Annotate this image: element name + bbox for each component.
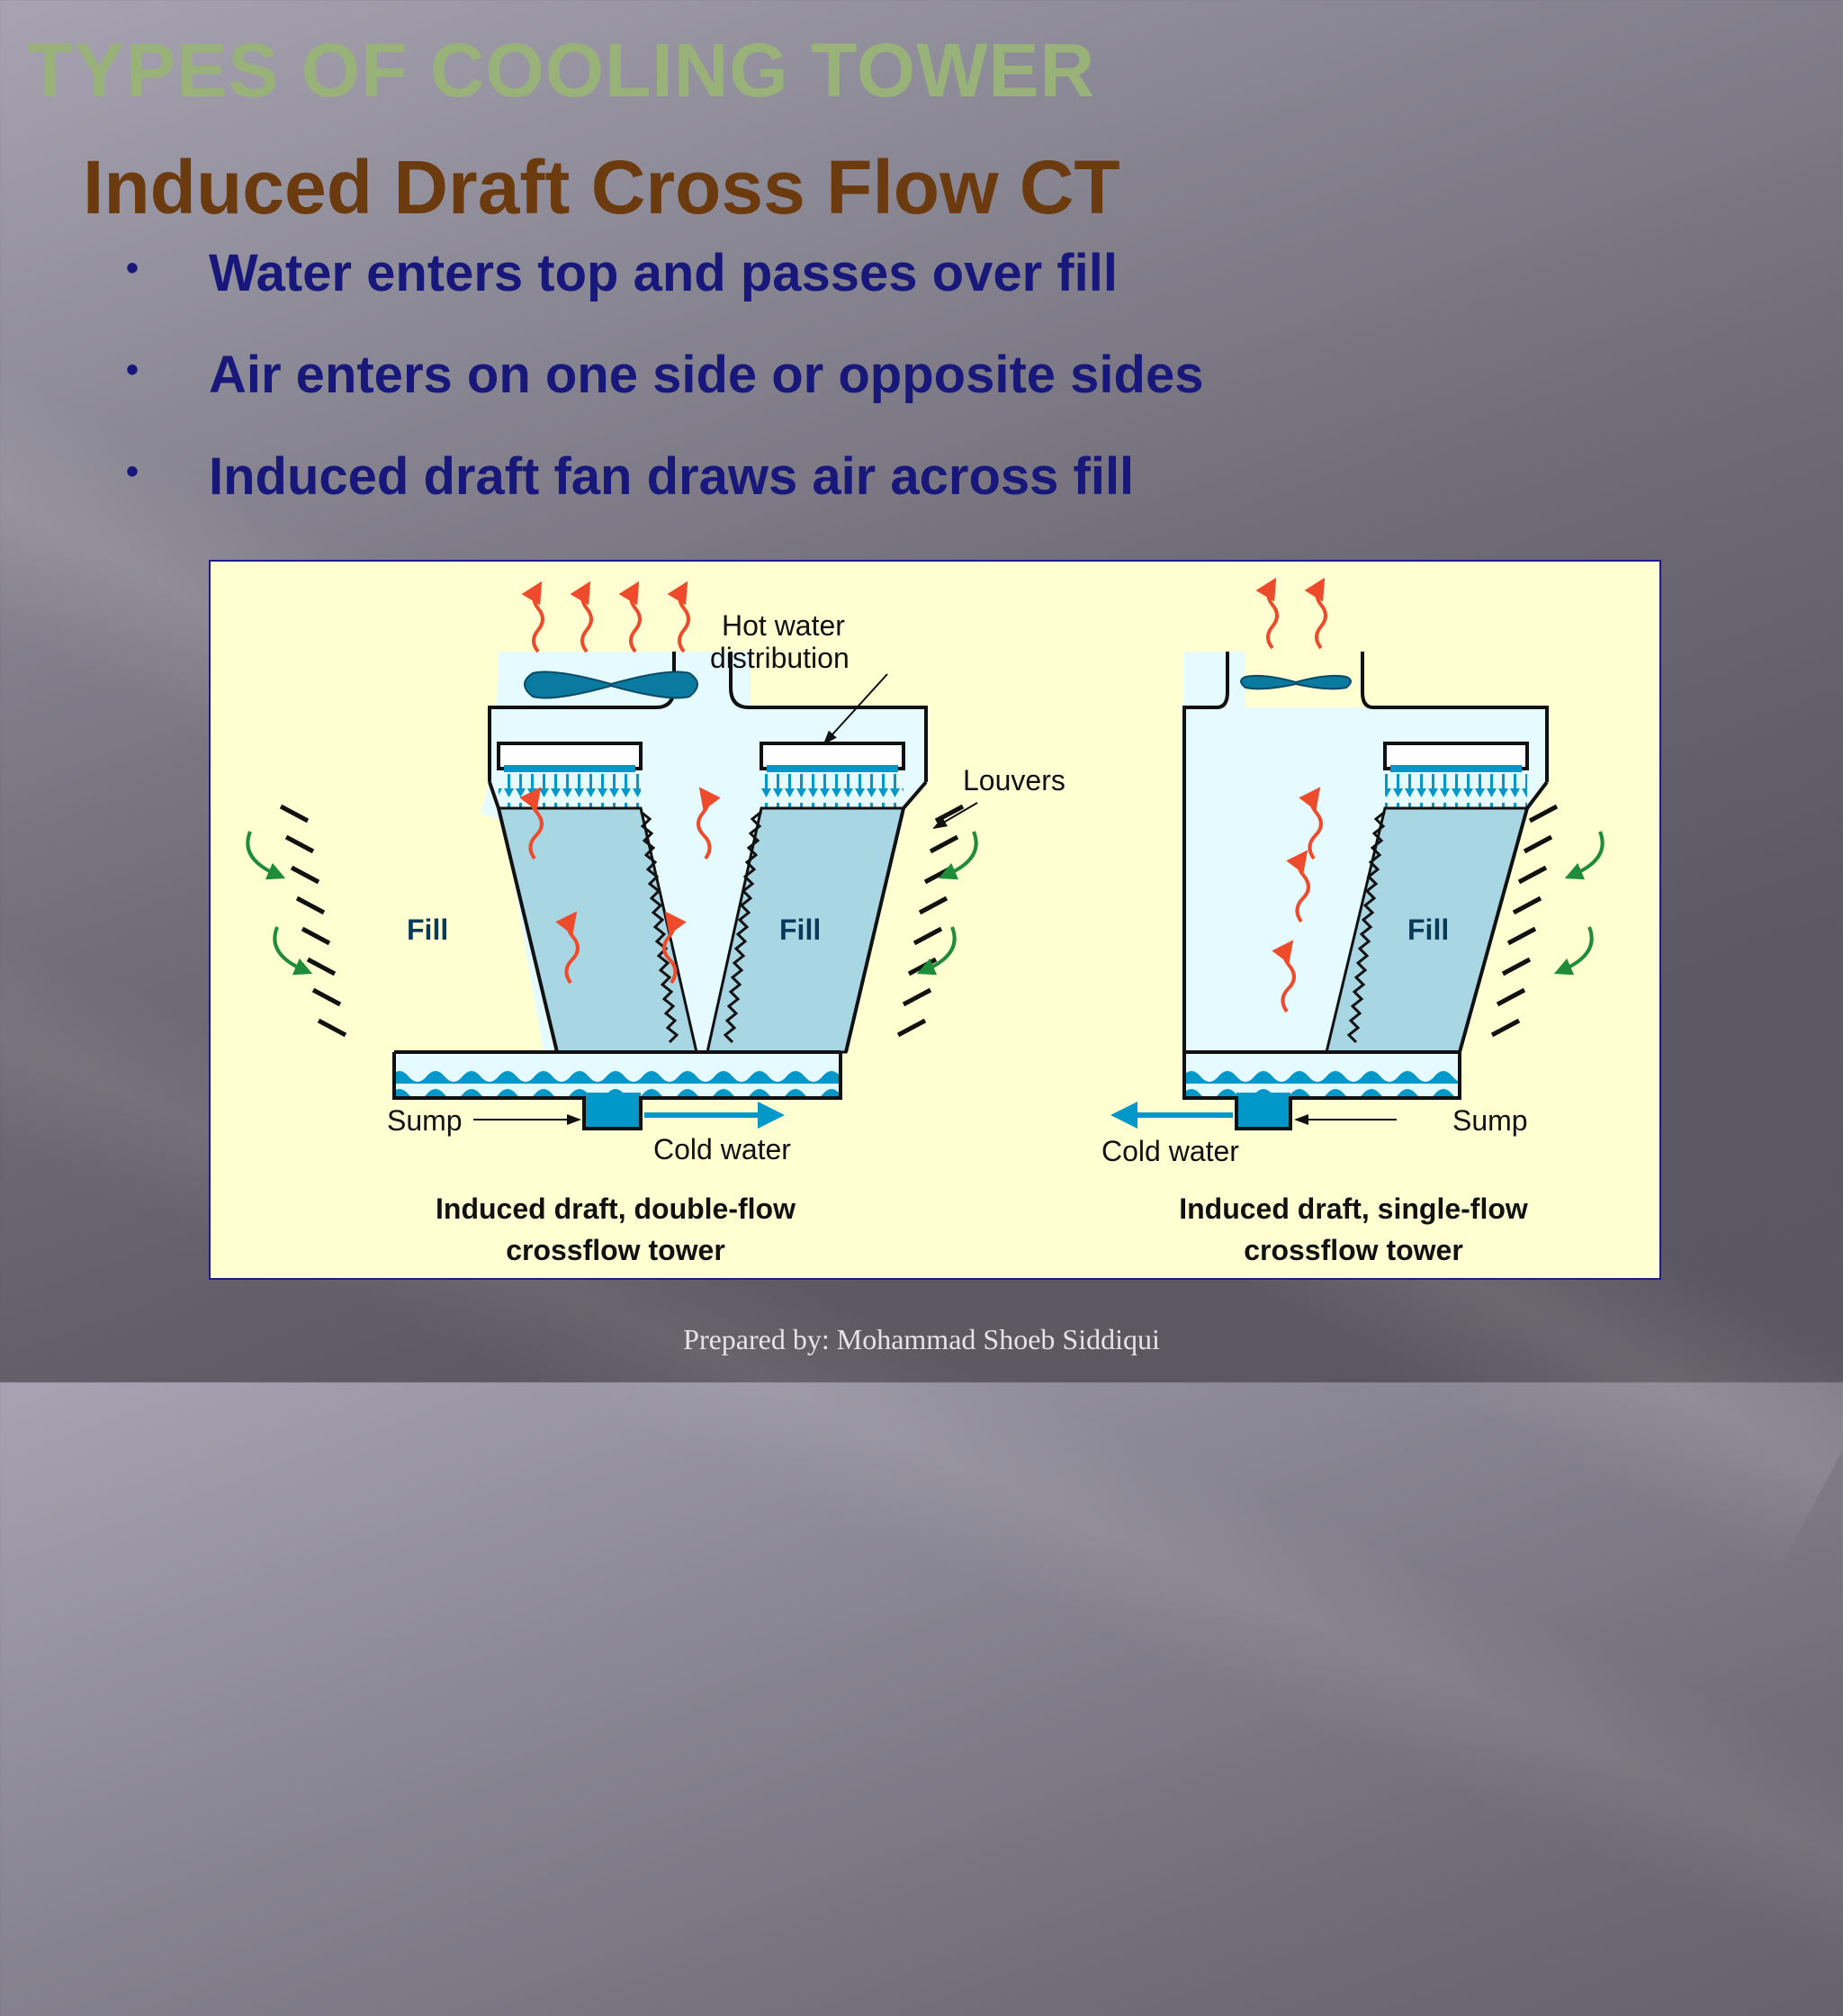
bullet-text: Water enters top and passes over fill [209,244,1118,302]
section-title: TYPES OF COOLING TOWER [27,28,1096,112]
bullet-marker: • [126,350,139,390]
louvers-label: Louvers [963,764,1065,796]
cold-water-label-left: Cold water [653,1133,791,1166]
fan-icon [524,670,698,699]
drift-eliminator-left [640,810,679,1044]
hot-air-arrows [1255,577,1327,1013]
hot-water-label-line1: Hot water [722,609,845,642]
cold-water-label-right: Cold water [1101,1135,1239,1167]
cooling-tower-diagram: Fill Fill Hot water distribution Louvers… [209,560,1661,1280]
louvers [1490,804,1559,1038]
fill-label-left: Fill [407,914,448,946]
caption-right-line1: Induced draft, single-flow [1179,1192,1528,1225]
drift-eliminator-right [723,810,762,1044]
sump-label-right: Sump [1452,1104,1528,1137]
hot-water-basin [1383,742,1529,808]
caption-left-line1: Induced draft, double-flow [436,1192,796,1225]
hot-water-basin-right [760,742,905,808]
hot-air-arrows [519,580,721,985]
tower-interior [211,562,526,1273]
louvers-left [279,804,347,1038]
tower-shell [1182,652,1549,1052]
hot-water-label-line2: distribution [710,642,850,674]
bullet-marker: • [126,248,139,288]
fan-icon [1240,674,1352,690]
caption-left-line2: crossflow tower [506,1234,725,1266]
single-flow-tower: Fill Sump Cold water Induced draft, sing… [1101,577,1605,1266]
louvers-right [896,804,965,1038]
fill-label: Fill [1407,914,1449,946]
hot-water-pointer-arrow [823,673,888,745]
drift-eliminator [1346,810,1386,1044]
caption-right-line2: crossflow tower [1244,1234,1463,1266]
louvers-pointer-arrow [932,802,978,830]
hot-water-basin-left [497,742,643,808]
bullet-marker: • [126,452,139,491]
slide-title: Induced Draft Cross Flow CT [83,145,1120,230]
footer-credit: Prepared by: Mohammad Shoeb Siddiqui [683,1323,1160,1355]
fill-label-right: Fill [779,914,821,946]
diagram-canvas: Fill Fill Hot water distribution Louvers… [211,562,1605,1273]
incoming-air-arrows [246,831,978,976]
sump-label-left: Sump [387,1104,463,1137]
incoming-air-arrows [1553,831,1605,976]
bullet-text: Induced draft fan draws air across fill [209,447,1135,506]
double-flow-tower: Fill Fill Hot water distribution Louvers… [211,562,1065,1273]
bullet-text: Air enters on one side or opposite sides [209,346,1204,404]
